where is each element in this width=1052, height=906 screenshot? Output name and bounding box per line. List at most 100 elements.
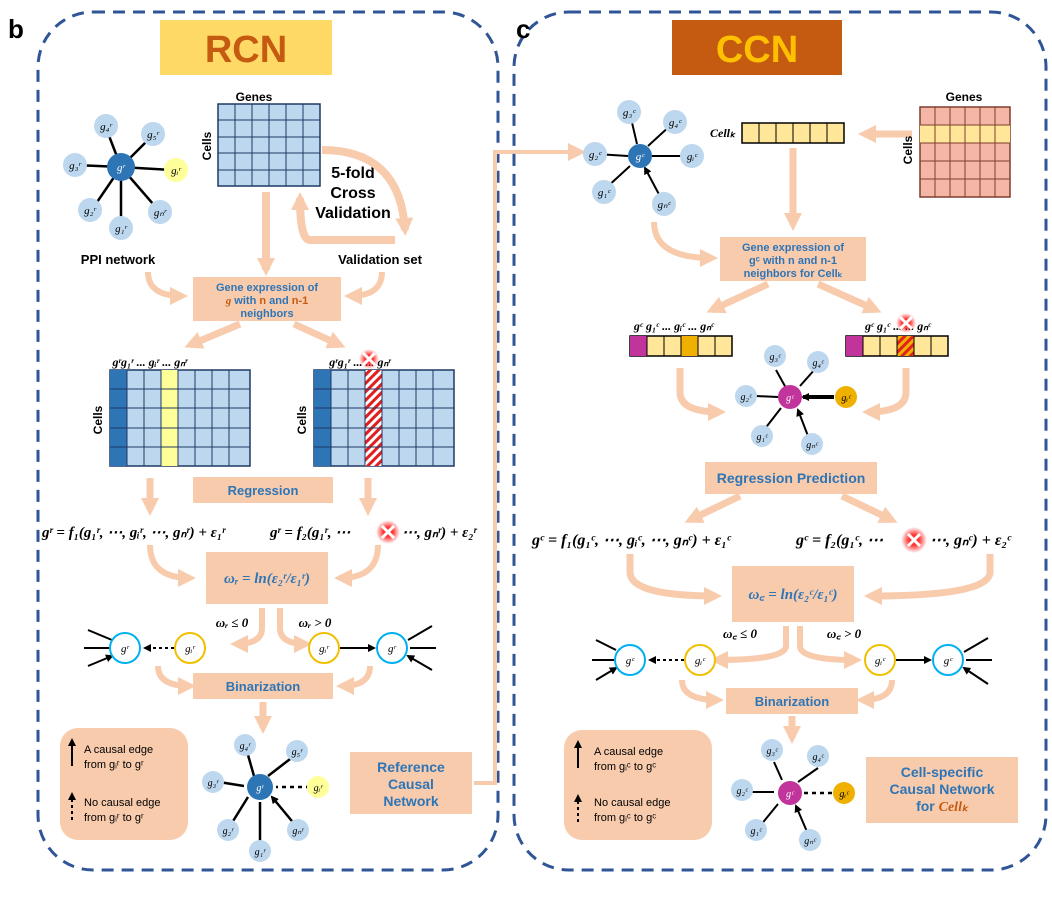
arrow-validation [344, 271, 385, 305]
legend-c-1a: A causal edge [594, 746, 663, 758]
cv-arrow-up [291, 192, 395, 244]
result-b-1: Reference [377, 759, 445, 775]
node-g5-icon [141, 122, 165, 146]
genes-label: Genes [236, 90, 273, 104]
result-box-c [866, 757, 1018, 823]
svg-text:gᵢᶜ: gᵢᶜ [839, 789, 850, 800]
gene-expr-b-line1: Gene expression of [216, 282, 318, 294]
arrow-row2-reg [862, 368, 910, 421]
svg-text:gᶜ: gᶜ [626, 655, 636, 667]
result-b-2: Causal [388, 776, 434, 792]
svg-text:g₁ʳ: g₁ʳ [255, 847, 266, 858]
arrow-net-expr [651, 221, 718, 267]
svg-text:g₁ᶜ: g₁ᶜ [598, 187, 611, 199]
svg-text:g₃ʳ: g₃ʳ [69, 160, 82, 172]
matrix-b1 [109, 369, 251, 467]
rcn-title: RCN [205, 29, 287, 71]
outcome-no-edge-c: gᶜ gᵢᶜ [592, 639, 716, 681]
svg-text:g₃ᶜ: g₃ᶜ [766, 746, 778, 757]
svg-text:g₅ʳ: g₅ʳ [147, 129, 160, 141]
svg-text:gₙᶜ: gₙᶜ [658, 199, 672, 211]
svg-text:g₂ᶜ: g₂ᶜ [589, 149, 602, 161]
legend-c-2b: from gᵢᶜ to gᶜ [594, 812, 656, 824]
genes-label-c: Genes [946, 90, 983, 104]
svg-text:g₂ᶜ: g₂ᶜ [740, 392, 752, 403]
outcome-edge-c: gᵢᶜ gᶜ [864, 637, 992, 685]
omega-c: ω꜀ = ln(ε₂ᶜ/ε₁ᶜ) [748, 587, 837, 603]
gene-expr-c-line1: Gene expression of [742, 242, 844, 254]
arrow-split-right-c [816, 280, 882, 314]
svg-text:gʳ: gʳ [388, 643, 398, 655]
svg-text:g₁ᶜ: g₁ᶜ [756, 432, 768, 443]
outcome-edge-b: gᵢʳ gʳ [308, 625, 436, 671]
svg-text:g₃ᶜ: g₃ᶜ [769, 352, 781, 363]
row-c1-header: gᶜ g₁ᶜ ... gᵢᶜ ... gₙᶜ [633, 319, 715, 333]
validation-label: Validation set [338, 252, 422, 267]
svg-text:gᵢᶜ: gᵢᶜ [687, 151, 698, 163]
row-c2 [845, 335, 949, 357]
result-network-b: g₄ʳ g₅ʳ g₃ʳ gᵢʳ g₂ʳ g₁ʳ gₙʳ gʳ [202, 734, 329, 862]
arrow-eq1-omega-c [626, 554, 722, 605]
svg-text:gᵢʳ: gᵢʳ [185, 643, 196, 655]
cells-label-b2: Cells [295, 405, 309, 434]
node-g1-icon [109, 216, 133, 240]
panel-b: b RCN Genes Cells 5-fold Cross Validatio… [8, 10, 500, 872]
outcome-no-edge-b: gʳ gᵢʳ [84, 629, 206, 667]
binarization-box-c [726, 688, 858, 714]
regression-label-c: Regression Prediction [717, 470, 866, 486]
cv-line2: Cross [330, 185, 375, 202]
ppi-label: PPI network [81, 252, 156, 267]
cv-line1: 5-fold [331, 165, 375, 182]
svg-text:g₄ʳ: g₄ʳ [240, 741, 251, 752]
svg-text:g₂ʳ: g₂ʳ [223, 826, 234, 837]
arrow-eq2-omega-c [864, 554, 994, 605]
legend-c-2a: No causal edge [594, 797, 670, 809]
node-g4-icon [94, 114, 118, 138]
svg-text:gₙᶜ: gₙᶜ [804, 836, 817, 847]
arrow-right-bin-b [336, 665, 373, 695]
cv-line3: Validation [315, 205, 391, 222]
arrow-split-right-b [292, 320, 346, 349]
cells-label-c: Cells [901, 135, 915, 164]
gene-matrix-c [919, 106, 1011, 198]
arrow-split-left-c [706, 280, 770, 314]
cond-gt-c: ω꜀ > 0 [827, 626, 862, 641]
eq1-c: gᶜ = f₁(g₁ᶜ, ⋯, gᵢᶜ, ⋯, gₙᶜ) + ε₁ᶜ [531, 532, 732, 549]
mid-network-c: g₃ᶜ g₄ᶜ g₂ᶜ gᵢᶜ g₁ᶜ gₙᶜ gᶜ [735, 345, 857, 455]
svg-text:gᵢʳ: gᵢʳ [319, 643, 330, 655]
svg-text:gᶜ: gᶜ [786, 393, 795, 404]
node-g2-icon [78, 198, 102, 222]
cells-label-b1: Cells [91, 405, 105, 434]
ppi-network: g₄ʳ g₅ʳ g₃ʳ gᵢʳ g₂ʳ g₁ʳ gₙʳ gʳ [63, 114, 188, 240]
result-c-3: for Cellₖ [916, 798, 969, 815]
panel-c: c CCN g₃ᶜ g₄ᶜ g₂ᶜ gᵢᶜ g₁ᶜ gₙᶜ gᶜ Cellₖ G… [512, 10, 1048, 872]
legend-c-1b: from gᵢᶜ to gᶜ [594, 761, 656, 773]
omega-box-c [732, 566, 854, 622]
arrow-left-bin-c [679, 679, 724, 709]
panel-b-letter: b [8, 14, 24, 44]
gene-expr-c-line2: gᶜ with n and n-1 [749, 255, 837, 267]
omega-box-b [206, 552, 328, 604]
legend-b-2b: from gᵢʳ to gʳ [84, 812, 144, 824]
svg-text:gᵢᶜ: gᵢᶜ [841, 393, 852, 404]
eq2-b-b: ⋯, gₙʳ) + ε₂ʳ [402, 525, 478, 541]
panel-c-border [512, 10, 1048, 872]
arrow-omega-left-c [710, 626, 789, 669]
binarization-label-b: Binarization [226, 679, 300, 694]
legend-b-2a: No causal edge [84, 797, 160, 809]
regression-box-b [193, 477, 333, 503]
svg-text:gₙᶜ: gₙᶜ [806, 440, 819, 451]
result-network-c: g₃ᶜ g₄ᶜ g₂ᶜ gᵢᶜ g₁ᶜ gₙᶜ gᶜ [731, 739, 855, 851]
gene-matrix [217, 103, 321, 187]
cv-arrow-down [321, 146, 414, 236]
gene-expr-c-line3: neighbors for Cellₖ [744, 268, 843, 280]
ccn-network: g₃ᶜ g₄ᶜ g₂ᶜ gᵢᶜ g₁ᶜ gₙᶜ gᶜ [583, 100, 704, 216]
arrow-eq1-omega [147, 544, 196, 587]
arrow-right-bin-c [856, 679, 895, 709]
gene-expr-box-c [720, 237, 866, 281]
arrow-omega-left-b [230, 608, 265, 653]
svg-text:gᵢʳ: gᵢʳ [314, 783, 324, 794]
legend-box-b [60, 728, 188, 840]
eq2-b-a: gʳ = f₂(g₁ʳ, ⋯ [269, 525, 351, 541]
